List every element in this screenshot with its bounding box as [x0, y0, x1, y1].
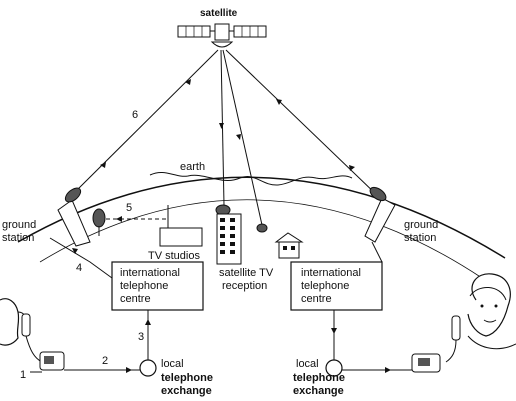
tv-studios-label: TV studios [148, 250, 200, 262]
arrow-link2 [126, 367, 132, 373]
ground-station-right-label-1: ground [404, 219, 438, 231]
arrow-right-up [349, 165, 355, 171]
local-exchange-right-label-1: local [296, 358, 319, 370]
arrow-link3 [145, 319, 151, 325]
arrow-house-down [236, 134, 241, 140]
local-exchange-right-label-3: exchange [293, 385, 344, 397]
tv-studio-dish [92, 208, 106, 236]
satellite-tv-label-2: reception [222, 280, 267, 292]
local-exchange-left-label-1: local [161, 358, 184, 370]
link-house-tv [222, 49, 263, 226]
tv-studio-building [159, 227, 203, 247]
link-right [225, 49, 381, 199]
earth-surface-arc [17, 176, 506, 259]
itc-left-label-1: international [120, 267, 180, 279]
receiver-telephone-icon [411, 353, 441, 373]
local-exchange-right-node [325, 359, 343, 377]
ground-station-left-dish [57, 187, 91, 247]
link-4 [49, 237, 113, 279]
step-number-1: 1 [20, 369, 26, 381]
itc-left-label-2: telephone [120, 280, 168, 292]
itc-right-box [290, 261, 383, 311]
arrow-link6b [185, 79, 191, 85]
earth-atmosphere-arc [39, 199, 483, 279]
ground-station-left-label-2: station [2, 232, 34, 244]
local-exchange-left-node [139, 359, 157, 377]
ground-station-right-dish [364, 186, 396, 243]
ground-station-left-label-1: ground [2, 219, 36, 231]
local-exchange-left-label-2: telephone [161, 372, 213, 384]
local-exchange-left-label-3: exchange [161, 385, 212, 397]
local-exchange-right-label-2: telephone [293, 372, 345, 384]
satellite-icon [177, 23, 267, 48]
arrow-link5 [116, 216, 122, 222]
step-number-4: 4 [76, 262, 82, 274]
ground-station-right-label-2: station [404, 232, 436, 244]
step-number-6: 6 [132, 109, 138, 121]
step-number-5: 5 [126, 202, 132, 214]
satellite-label: satellite [200, 8, 238, 19]
arrow-right-itc-exchange [331, 328, 337, 334]
satellite-tv-label-1: satellite TV [219, 267, 274, 279]
caller-telephone-icon [39, 351, 65, 371]
continent-outline [149, 171, 353, 186]
arrow-right-down [276, 99, 282, 105]
itc-left-label-3: centre [120, 293, 151, 305]
house-icon [256, 223, 304, 259]
itc-right-label-3: centre [301, 293, 332, 305]
step-number-2: 2 [102, 355, 108, 367]
apartment-tower-icon [215, 204, 242, 265]
receiver-person-icon [445, 273, 516, 363]
link-6-left [71, 49, 219, 196]
caller-person-icon [0, 298, 43, 363]
itc-right-label-1: international [301, 267, 361, 279]
earth-label: earth [180, 161, 205, 173]
arrow-right-exchange-phone [385, 367, 391, 373]
arrow-link4 [72, 248, 78, 254]
link-satellite-tv [220, 49, 225, 206]
step-number-3: 3 [138, 331, 144, 343]
arrow-tv-down [219, 123, 224, 129]
link-right-ground-itc [371, 241, 383, 263]
itc-left-box [111, 261, 204, 311]
itc-right-label-2: telephone [301, 280, 349, 292]
arrow-link6 [100, 162, 106, 168]
